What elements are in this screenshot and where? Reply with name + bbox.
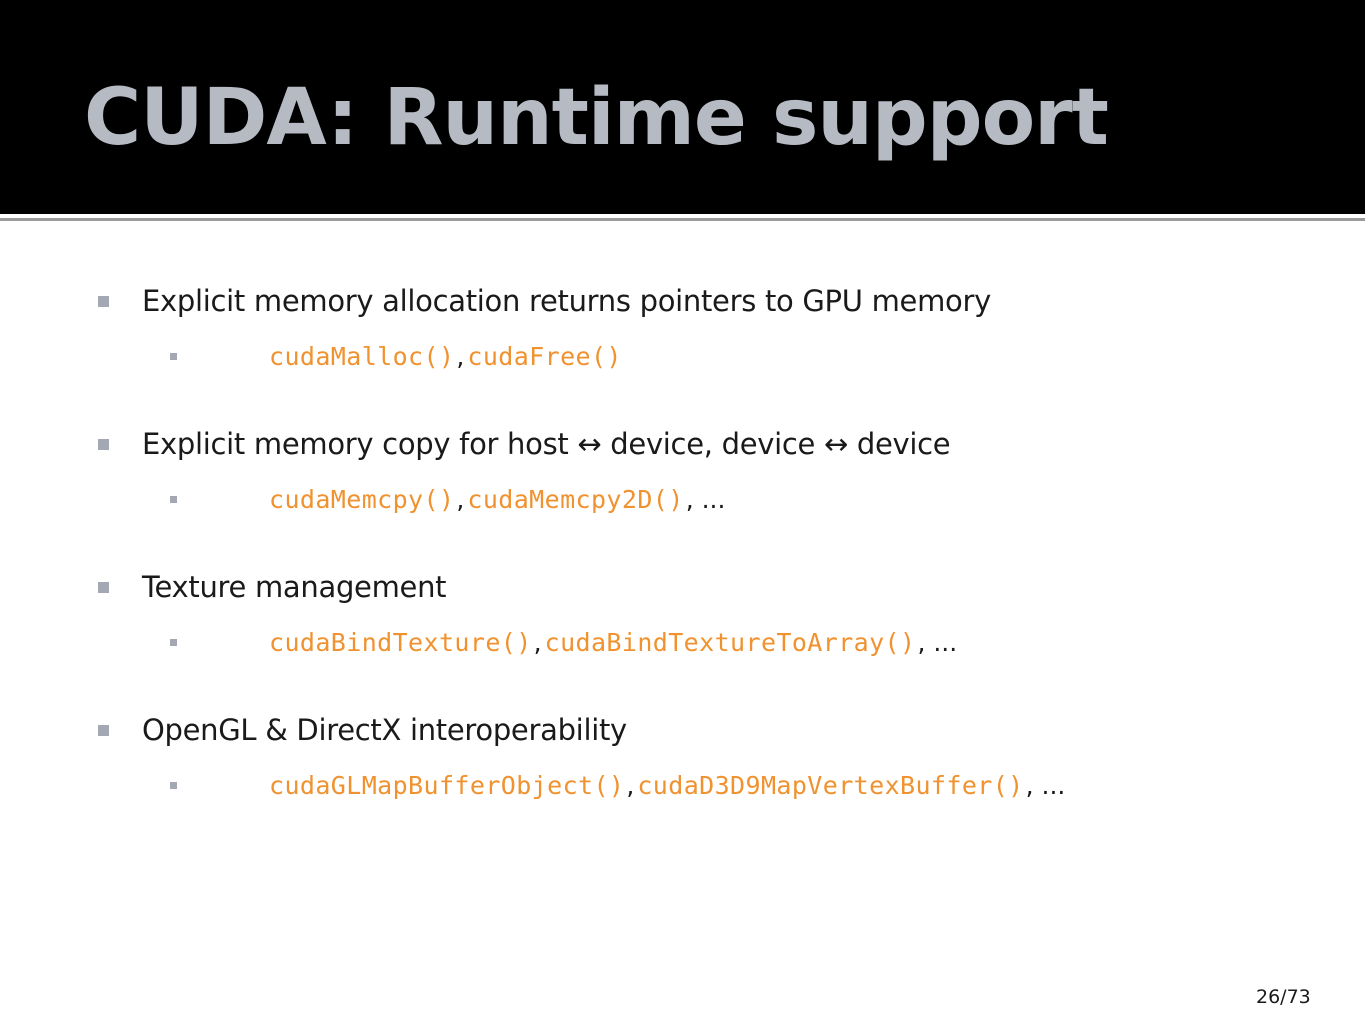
slide-title: CUDA: Runtime support [84,73,1109,163]
small-square-bullet-icon [170,782,177,789]
code-function: cudaMemcpy() [269,485,455,514]
separator: , [456,485,465,514]
bullet-item: Explicit memory allocation returns point… [98,284,991,318]
square-bullet-icon [98,295,109,307]
code-function: cudaBindTexture() [269,628,532,657]
code-function: cudaFree() [467,342,622,371]
small-square-bullet-icon [170,639,177,646]
bullet-text: OpenGL & DirectX interoperability [142,713,627,747]
sub-bullet-item: cudaMemcpy() , cudaMemcpy2D() , ... [170,485,728,514]
code-function: cudaD3D9MapVertexBuffer() [637,771,1024,800]
separator: , [456,342,465,371]
small-square-bullet-icon [170,496,177,503]
code-function: cudaBindTextureToArray() [544,628,916,657]
suffix-text: , ... [1025,771,1066,800]
title-divider [0,218,1365,221]
separator: , [533,628,542,657]
title-bar: CUDA: Runtime support [0,0,1365,214]
bullet-item: Texture management [98,570,447,604]
suffix-text: , ... [685,485,726,514]
code-function: cudaMalloc() [269,342,455,371]
bullet-text: Texture management [142,570,447,604]
bullet-text: Explicit memory copy for host ↔ device, … [142,427,951,461]
bullet-text: Explicit memory allocation returns point… [142,284,991,318]
square-bullet-icon [98,724,109,736]
bullet-item: OpenGL & DirectX interoperability [98,713,627,747]
bullet-item: Explicit memory copy for host ↔ device, … [98,427,951,461]
sub-bullet-item: cudaMalloc() , cudaFree() [170,342,627,371]
sub-bullet-item: cudaGLMapBufferObject() , cudaD3D9MapVer… [170,771,1068,800]
page-number: 26/73 [1256,986,1311,1008]
square-bullet-icon [98,438,109,450]
separator: , [626,771,635,800]
suffix-text: , ... [917,628,958,657]
square-bullet-icon [98,581,109,593]
code-function: cudaMemcpy2D() [467,485,684,514]
small-square-bullet-icon [170,353,177,360]
code-function: cudaGLMapBufferObject() [269,771,625,800]
sub-bullet-item: cudaBindTexture() , cudaBindTextureToArr… [170,628,960,657]
